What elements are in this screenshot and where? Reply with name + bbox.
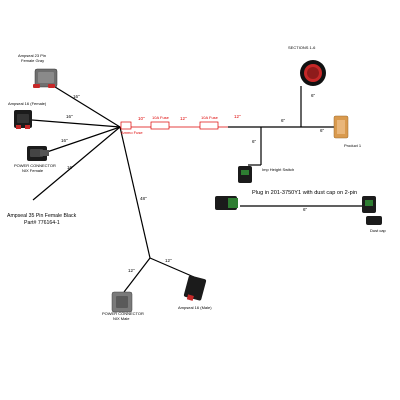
- power-nix-male-label-line2: NIX Male: [113, 316, 130, 321]
- two-pin-connector: [362, 196, 376, 213]
- power-nix-female-label-line2: NIX Female: [22, 168, 44, 173]
- length-trunk: 48": [140, 196, 147, 201]
- imp-height-label: Imp Height Switch: [262, 167, 294, 172]
- plug-label: Plug in 201-3750Y1 with dust cap on 2-pi…: [252, 190, 357, 196]
- ampseal-16-male-connector: [183, 275, 207, 301]
- ampseal-16-female-connector: [14, 110, 32, 129]
- dust-cap-connector: [366, 216, 382, 225]
- length-power-female: 16": [61, 138, 68, 143]
- fuse-1: [120, 121, 132, 130]
- length-main: 6": [281, 118, 286, 123]
- length-amp16-female: 16": [66, 114, 73, 119]
- wire-to-power-male: [123, 257, 151, 293]
- fuses: 10A Fuse 10A Fuse Ammo Fuse 10" 12" 12": [120, 114, 241, 135]
- length-power-male: 12": [128, 268, 135, 273]
- red-length-a: 10": [138, 116, 145, 121]
- wire-amp35: [32, 126, 121, 201]
- wire-amp16-female: [31, 119, 121, 128]
- imp-height-switch-connector: [238, 166, 252, 183]
- length-amp23: 16": [73, 94, 80, 99]
- ampseal-23-label-line2: Female Gray: [21, 58, 44, 63]
- ampseal-23-connector: [33, 68, 58, 88]
- ampseal-23-label-line1: Ampseal 23 Pin: [18, 53, 46, 58]
- wire-trunk-down: [119, 126, 151, 259]
- wire-power-female: [43, 126, 121, 154]
- plug-left-connector: [215, 196, 238, 210]
- length-amp16-male: 12": [165, 258, 172, 263]
- dust-cap-label: Dust cap: [370, 228, 387, 233]
- fuse-3-label: 10A Fuse: [201, 115, 219, 120]
- sections-round-connector: [300, 60, 326, 86]
- length-sections: 6": [311, 93, 316, 98]
- wires: [31, 81, 362, 293]
- ammo-fuse-label: Ammo Fuse: [121, 130, 143, 135]
- product-1-connector: [333, 115, 349, 139]
- length-plug: 6": [303, 207, 308, 212]
- wire-amp23: [46, 81, 121, 128]
- power-nix-female-connector: [27, 146, 49, 161]
- ampseal-35-label-line1: Ampseal 35 Pin Female Black: [7, 213, 77, 219]
- length-product: 6": [320, 128, 325, 133]
- length-amp35: 16": [67, 165, 74, 170]
- power-nix-female-label-line1: POWER CONNECTOR: [14, 163, 56, 168]
- length-imp: 6": [252, 139, 257, 144]
- fuse-3: [199, 121, 219, 130]
- length-labels: 16" 16" 16" 16" 48" 12" 12" 6" 6" 6" 6" …: [61, 93, 325, 273]
- product-1-label: Product 1: [344, 143, 362, 148]
- fuse-2-label: 10A Fuse: [152, 115, 170, 120]
- power-nix-male-label-line1: POWER CONNECTOR: [102, 311, 144, 316]
- ampseal-16-female-label: Ampseal 16 (Female): [8, 101, 47, 106]
- red-length-b: 12": [180, 116, 187, 121]
- ampseal-16-male-label: Ampseal 16 (Male): [178, 305, 212, 310]
- power-nix-male-connector: [111, 291, 133, 313]
- ampseal-35-label-line2: Part# 776164-1: [24, 220, 60, 226]
- red-length-c: 12": [234, 114, 241, 119]
- wire-to-amp16-male: [149, 257, 195, 278]
- fuse-2: [150, 121, 170, 130]
- sections-label: SECTIONS 1-6: [288, 45, 316, 50]
